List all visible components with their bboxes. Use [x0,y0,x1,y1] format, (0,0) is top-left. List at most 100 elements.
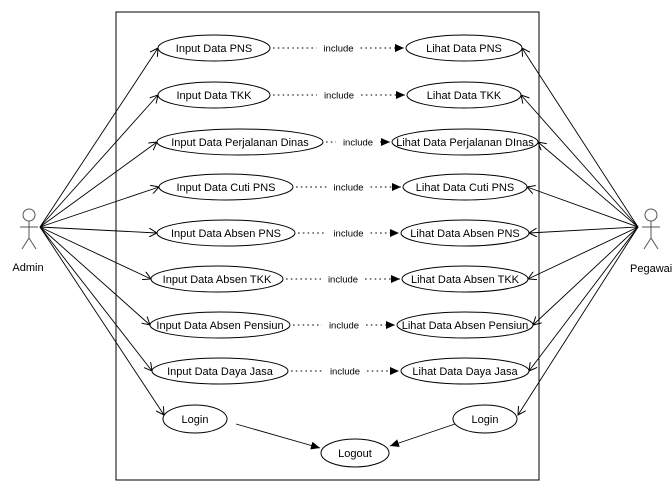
use-case-lihat[interactable]: Lihat Data Perjalanan DInas [391,128,539,156]
include-label: include [324,91,354,102]
use-case-input[interactable]: Input Data Cuti PNS [158,173,294,201]
use-case-label: Input Data PNS [176,43,252,55]
association-line [521,95,639,228]
stick-figure-icon [20,208,38,250]
use-case-label: Input Data Absen Pensiun [156,320,283,332]
association-line [39,48,158,228]
include-relationship: include [273,44,404,55]
use-case-lihat[interactable]: Lihat Data TKK [406,81,522,109]
association-line [39,226,150,325]
use-case-label: Lihat Data Absen PNS [410,228,519,240]
use-case-input[interactable]: Input Data Absen PNS [156,219,296,247]
use-case-ellipse [156,128,324,156]
include-relationship: include [296,183,401,194]
use-case-lihat[interactable]: Lihat Data Daya Jasa [400,357,530,385]
use-case-label: Input Data Absen PNS [171,228,281,240]
use-case-ellipse [391,128,539,156]
use-case-label: Input Data Perjalanan Dinas [171,137,309,149]
include-label: include [343,138,373,149]
association-line [528,226,639,279]
use-case-lihat[interactable]: Lihat Data Cuti PNS [402,173,528,201]
association-line [527,187,639,228]
use-case-logout[interactable]: Logout [320,438,390,468]
use-case-label: Input Data Cuti PNS [176,182,275,194]
use-case-label: Input Data Daya Jasa [167,366,274,378]
association-line [529,226,639,371]
include-label: include [330,367,360,378]
include-relationship: include [291,367,399,378]
use-case-input[interactable]: Input Data TKK [157,81,271,109]
use-case-login-admin[interactable]: Login [162,404,228,434]
include-label: include [333,229,363,240]
use-case-input[interactable]: Input Data Absen TKK [150,265,284,293]
association-lines [39,48,639,450]
include-label: include [328,275,358,286]
use-case-label: Lihat Data Absen Pensiun [402,320,529,332]
use-cases: Input Data PNS Lihat Data PNS Input Data T… [149,34,539,468]
use-case-label: Lihat Data Cuti PNS [416,182,514,194]
use-case-label: Lihat Data PNS [426,43,502,55]
use-case-input[interactable]: Input Data Absen Pensiun [149,311,291,339]
use-case-ellipse [400,357,530,385]
use-case-input[interactable]: Input Data Daya Jasa [151,357,289,385]
actor-admin[interactable]: Admin [12,208,44,274]
association-line [529,226,639,233]
use-case-label: Login [182,414,209,426]
include-relationship: include [293,321,395,332]
use-case-lihat[interactable]: Lihat Data PNS [405,34,523,62]
use-case-ellipse [401,265,529,293]
use-case-label: Lihat Data TKK [427,90,502,102]
use-case-ellipse [400,219,530,247]
association-line [39,187,159,228]
include-label: include [333,183,363,194]
association-line [39,226,157,233]
use-case-ellipse [406,81,522,109]
use-case-ellipse [320,438,390,468]
logout-arrow [235,423,321,450]
include-relationship: include [273,91,405,102]
include-label: include [323,44,353,55]
use-case-ellipse [151,357,289,385]
association-line [522,48,639,228]
include-relationships: include include include include include inclu… [273,44,405,378]
association-line [538,142,639,228]
use-case-login-pegawai[interactable]: Login [452,404,518,434]
actor-admin-label: Admin [12,262,43,274]
use-case-ellipse [157,34,271,62]
use-case-label: Lihat Data Perjalanan DInas [396,137,534,149]
association-line [39,226,152,371]
include-relationship: include [298,229,399,240]
use-case-lihat[interactable]: Lihat Data Absen Pensiun [396,311,534,339]
use-case-label: Lihat Data Daya Jasa [412,366,518,378]
use-case-ellipse [162,404,228,434]
use-case-label: Logout [338,448,372,460]
actor-pegawai-label: Pegawai [630,263,672,275]
association-line [533,226,639,325]
use-case-ellipse [452,404,518,434]
association-line [39,226,151,279]
association-line [39,95,158,228]
system-boundary [115,11,540,481]
use-case-ellipse [157,81,271,109]
include-relationship: include [286,275,400,286]
actor-pegawai[interactable]: Pegawai [630,208,672,275]
use-case-ellipse [405,34,523,62]
association-line [518,226,639,415]
use-case-lihat[interactable]: Lihat Data Absen PNS [400,219,530,247]
use-case-ellipse [150,265,284,293]
use-case-input[interactable]: Input Data PNS [157,34,271,62]
logout-arrow [389,423,456,447]
include-relationship: include [326,138,390,149]
use-case-label: Input Data Absen TKK [163,274,272,286]
include-label: include [329,321,359,332]
association-line [39,226,164,415]
use-case-ellipse [402,173,528,201]
use-case-ellipse [149,311,291,339]
use-case-label: Input Data TKK [176,90,252,102]
use-case-lihat[interactable]: Lihat Data Absen TKK [401,265,529,293]
stick-figure-icon [642,208,660,250]
use-case-label: Login [472,414,499,426]
use-case-ellipse [156,219,296,247]
use-case-input[interactable]: Input Data Perjalanan Dinas [156,128,324,156]
